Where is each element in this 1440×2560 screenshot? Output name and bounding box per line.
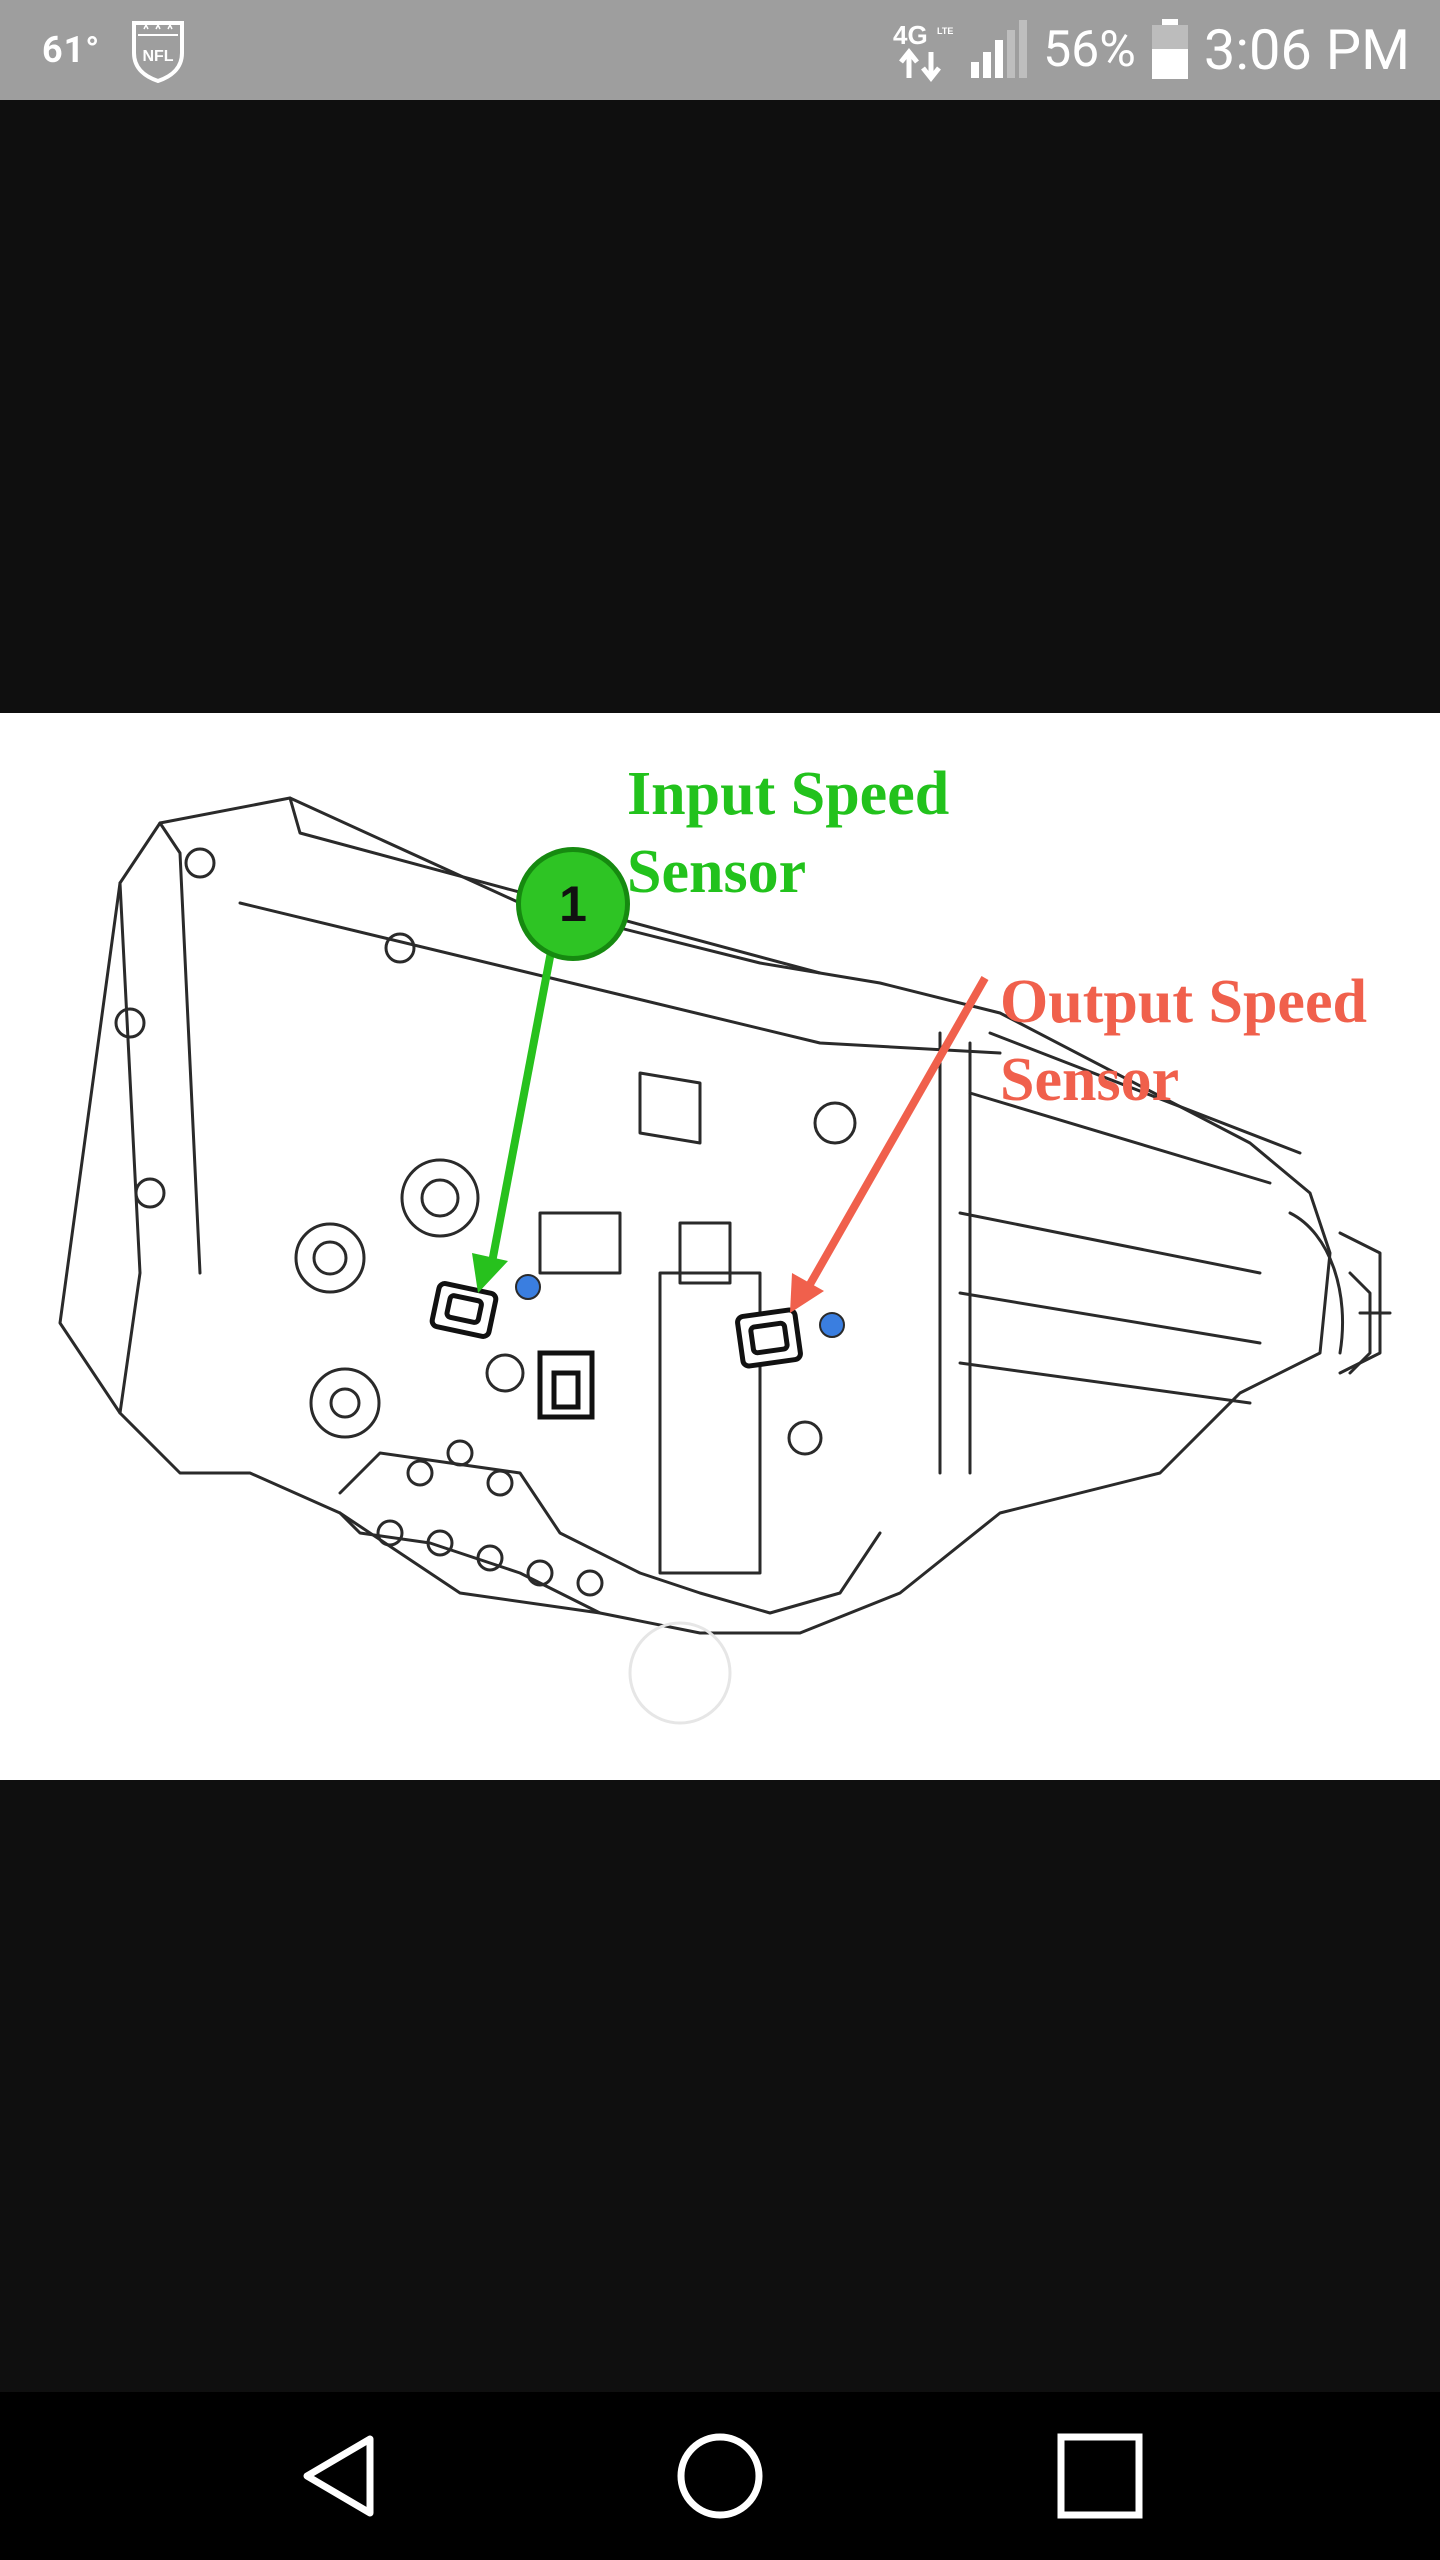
recents-button[interactable] <box>1010 2392 1190 2560</box>
nfl-shield-icon: NFL <box>132 21 185 83</box>
4g-lte-icon: 4G LTE <box>893 20 953 82</box>
callout-badge-1: 1 <box>516 847 630 961</box>
svg-text:4G: 4G <box>893 20 928 50</box>
transmission-diagram-image[interactable]: 1 Input Speed Sensor 2 Output Speed Sens… <box>0 713 1440 1780</box>
back-button[interactable] <box>250 2392 430 2560</box>
navigation-bar <box>0 2392 1440 2560</box>
cell-signal-icon <box>971 20 1028 78</box>
input-speed-sensor-label: Input Speed Sensor <box>627 760 950 906</box>
recents-square-icon <box>1057 2433 1143 2519</box>
home-button[interactable] <box>630 2392 810 2560</box>
back-triangle-icon <box>303 2435 374 2517</box>
battery-icon <box>1151 19 1188 79</box>
output-speed-sensor-label: Output Speed Sensor <box>1000 968 1367 1114</box>
transmission-line-drawing <box>58 796 1392 1725</box>
status-clock: 3:06 PM <box>1203 17 1410 83</box>
svg-text:LTE: LTE <box>937 26 953 36</box>
status-left-group: 61° NFL <box>42 0 186 100</box>
svg-text:NFL: NFL <box>143 48 174 65</box>
image-viewer[interactable]: 1 Input Speed Sensor 2 Output Speed Sens… <box>0 100 1440 2392</box>
battery-percentage: 56% <box>1043 21 1136 79</box>
status-bar: 61° NFL 4G LTE 56% 3:06 PM <box>0 0 1440 100</box>
status-right-group: 4G LTE 56% 3:06 PM <box>891 0 1410 100</box>
home-circle-icon <box>677 2433 763 2519</box>
weather-temperature: 61° <box>42 29 101 71</box>
